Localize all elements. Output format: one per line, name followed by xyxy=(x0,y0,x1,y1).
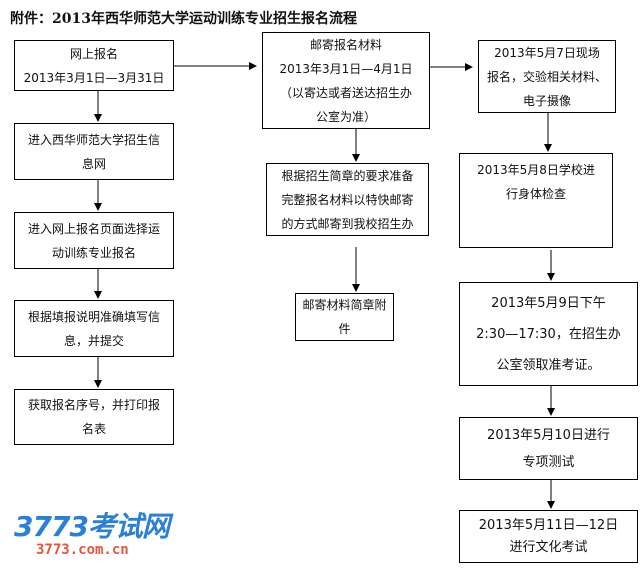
step-text: 专项测试 xyxy=(522,454,575,470)
step-special-test: 2013年5月10日进行 专项测试 xyxy=(459,417,638,480)
step-text: 完整报名材料以特快邮寄 xyxy=(281,192,414,207)
step-text: 件 xyxy=(338,322,351,336)
step-text: 网上报名 xyxy=(69,46,118,61)
step-select-major: 进入网上报名页面选择运 动训练专业报名 xyxy=(14,212,174,269)
page-title: 附件：2013年西华师范大学运动训练专业招生报名流程 xyxy=(10,11,357,27)
step-text: 2013年3月1日—4月1日 xyxy=(279,61,413,76)
step-text: 的方式邮寄到我校招生办 xyxy=(281,216,414,231)
step-physical-exam: 2013年5月8日学校进 行身体检查 xyxy=(459,153,613,248)
step-text: 动训练专业报名 xyxy=(51,245,136,260)
step-text: 根据填报说明准确填写信 xyxy=(27,309,160,324)
watermark-brand: 3773考试网 xyxy=(14,510,170,543)
step-mail-materials: 邮寄报名材料 2013年3月1日—4月1日 （以寄达或者送达招生办 公室为准） xyxy=(262,32,430,129)
step-fill-info: 根据填报说明准确填写信 息，并提交 xyxy=(14,300,174,357)
step-text: 进行文化考试 xyxy=(509,539,588,555)
step-text: 根据招生简章的要求准备 xyxy=(281,168,414,183)
step-text: 2013年5月7日现场 xyxy=(494,45,600,60)
step-text: 进入西华师范大学招生信 xyxy=(27,132,160,147)
step-text: 电子摄像 xyxy=(522,93,571,108)
watermark-url: 3773.com.cn xyxy=(36,542,129,558)
step-text: 2013年3月1日—3月31日 xyxy=(23,70,165,85)
step-text: （以寄达或者送达招生办 xyxy=(279,85,412,100)
step-text: 2013年5月8日学校进 xyxy=(477,163,595,177)
step-text: 邮寄材料简章附 xyxy=(302,298,387,312)
step-onsite-registration: 2013年5月7日现场 报名，交验相关材料、 电子摄像 xyxy=(478,40,616,113)
step-text: 2013年5月10日进行 xyxy=(487,427,610,443)
step-text: 2:30—17:30，在招生办 xyxy=(476,326,621,342)
step-online-registration: 网上报名 2013年3月1日—3月31日 xyxy=(14,40,174,91)
step-mail-attachment: 邮寄材料简章附 件 xyxy=(295,293,394,341)
step-culture-exam: 2013年5月11日—12日 进行文化考试 xyxy=(459,510,638,563)
step-text: 公室为准） xyxy=(315,109,376,124)
step-text: 2013年5月9日下午 xyxy=(491,295,606,311)
step-text: 邮寄报名材料 xyxy=(309,37,382,52)
step-text: 息网 xyxy=(81,156,106,171)
step-text: 行身体检查 xyxy=(505,187,566,201)
step-print-form: 获取报名序号，并打印报 名表 xyxy=(14,389,174,445)
step-enter-website: 进入西华师范大学招生信 息网 xyxy=(14,123,174,180)
step-text: 息，并提交 xyxy=(63,333,124,348)
step-admission-ticket: 2013年5月9日下午 2:30—17:30，在招生办 公室领取准考证。 xyxy=(459,282,638,386)
watermark-logo: 3773考试网 3773.com.cn xyxy=(14,510,174,559)
step-text: 公室领取准考证。 xyxy=(496,357,601,373)
step-text: 报名，交验相关材料、 xyxy=(486,69,607,84)
step-text: 2013年5月11日—12日 xyxy=(478,517,619,533)
step-text: 获取报名序号，并打印报 xyxy=(27,398,160,412)
step-prepare-materials: 根据招生简章的要求准备 完整报名材料以特快邮寄 的方式邮寄到我校招生办 xyxy=(266,163,429,236)
step-text: 名表 xyxy=(81,422,106,436)
step-text: 进入网上报名页面选择运 xyxy=(27,221,160,236)
